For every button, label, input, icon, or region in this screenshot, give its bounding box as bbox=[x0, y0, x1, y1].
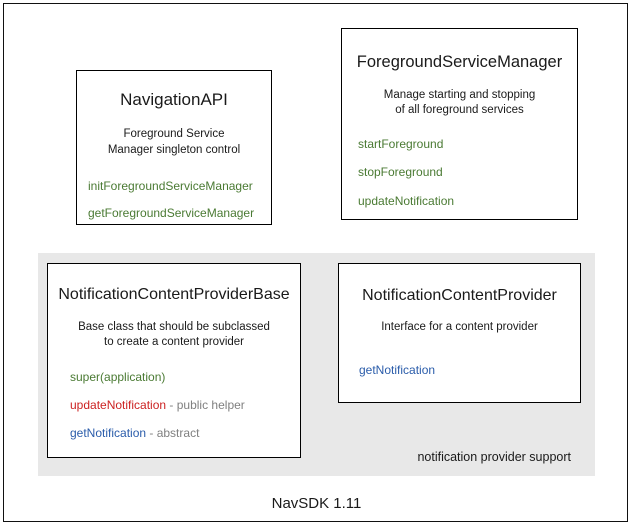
method-name: updateNotification bbox=[70, 397, 167, 412]
method-note: - public helper bbox=[166, 397, 245, 412]
method-item: stopForeground bbox=[358, 166, 577, 179]
method-list-notificationcontentprovider: getNotification bbox=[339, 364, 580, 377]
class-title-notificationcontentproviderbase: NotificationContentProviderBase bbox=[58, 286, 290, 303]
class-description-notificationcontentprovider: Interface for a content provider bbox=[339, 320, 580, 335]
method-item: getNotification - abstract bbox=[70, 425, 300, 440]
class-title-foregroundservicemanager: ForegroundServiceManager bbox=[356, 53, 563, 71]
method-note: - abstract bbox=[146, 425, 200, 440]
description-line: Manager singleton control bbox=[107, 143, 241, 156]
class-box-foregroundservicemanager: ForegroundServiceManager Manage starting… bbox=[341, 28, 578, 220]
method-item: updateNotification bbox=[358, 193, 577, 208]
footer-version-label: NavSDK 1.11 bbox=[271, 495, 362, 512]
method-list-navigationapi: initForegroundServiceManager getForegrou… bbox=[77, 178, 271, 220]
method-name: updateNotification bbox=[358, 193, 455, 208]
method-item: getNotification bbox=[359, 364, 580, 377]
class-description-foregroundservicemanager: Manage starting and stopping of all fore… bbox=[342, 88, 577, 118]
method-name: startForeground bbox=[358, 137, 444, 152]
class-description-notificationcontentproviderbase: Base class that should be subclassed to … bbox=[48, 320, 300, 350]
method-name: getForegroundServiceManager bbox=[88, 205, 255, 220]
method-item: super(application) bbox=[70, 369, 300, 384]
description-line: Manage starting and stopping bbox=[383, 88, 536, 101]
class-description-navigationapi: Foreground Service Manager singleton con… bbox=[77, 127, 271, 157]
method-item: getForegroundServiceManager bbox=[88, 205, 271, 220]
method-list-foregroundservicemanager: startForeground stopForeground updateNot… bbox=[342, 138, 577, 208]
method-name: getNotification bbox=[359, 363, 436, 378]
description-line: Interface for a content provider bbox=[381, 321, 538, 334]
method-item: startForeground bbox=[358, 138, 577, 151]
method-list-notificationcontentproviderbase: super(application) updateNotification - … bbox=[48, 369, 300, 441]
class-title-navigationapi: NavigationAPI bbox=[120, 90, 228, 109]
group-panel-label: notification provider support bbox=[417, 450, 571, 464]
description-line: Base class that should be subclassed bbox=[78, 321, 270, 334]
method-item: updateNotification - public helper bbox=[70, 397, 300, 412]
method-name: super(application) bbox=[70, 369, 166, 384]
class-box-notificationcontentprovider: NotificationContentProvider Interface fo… bbox=[338, 263, 581, 403]
class-box-navigationapi: NavigationAPI Foreground Service Manager… bbox=[76, 70, 272, 225]
method-name: getNotification bbox=[70, 425, 147, 440]
method-name: stopForeground bbox=[358, 165, 443, 180]
method-name: initForegroundServiceManager bbox=[88, 178, 253, 193]
method-item: initForegroundServiceManager bbox=[88, 178, 271, 193]
description-line: of all foreground services bbox=[395, 103, 524, 116]
class-title-notificationcontentprovider: NotificationContentProvider bbox=[362, 287, 557, 304]
description-line: to create a content provider bbox=[104, 336, 244, 349]
class-box-notificationcontentproviderbase: NotificationContentProviderBase Base cla… bbox=[47, 263, 301, 458]
description-line: Foreground Service bbox=[123, 128, 225, 141]
